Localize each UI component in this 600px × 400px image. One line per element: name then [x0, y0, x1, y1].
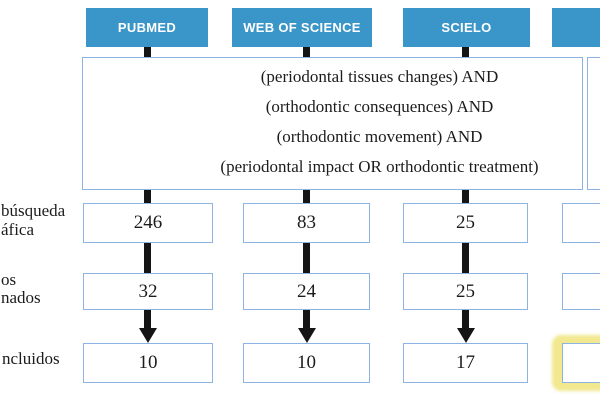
row-label-search: áfica: [1, 220, 35, 239]
row-label-selected: nados: [1, 288, 41, 307]
arrow-down-icon: [457, 328, 475, 343]
row-label-selected: os: [1, 270, 17, 289]
query-line: (periodontal tissues changes) AND: [260, 67, 499, 86]
count-box: 10: [83, 343, 213, 383]
db-header-clipped: [552, 8, 600, 47]
count-box: 25: [403, 203, 528, 243]
connector-stub: [462, 190, 469, 203]
count-box: 32: [83, 273, 213, 310]
count-box: 17: [403, 343, 528, 383]
count-box-clipped: [562, 203, 600, 243]
arrow-down-icon: [298, 328, 316, 343]
arrow-down-icon: [139, 328, 157, 343]
count-box: 246: [83, 203, 213, 243]
connector-stub: [144, 47, 151, 58]
db-header-scielo: SCIELO: [403, 8, 530, 47]
count-box: 83: [243, 203, 370, 243]
connector-stub: [144, 190, 151, 203]
connector-bar: [144, 243, 151, 273]
count-box: 10: [243, 343, 370, 383]
search-query-box: (periodontal tissues changes) AND (ortho…: [82, 57, 583, 190]
arrow-shaft: [303, 310, 310, 328]
connector-stub: [303, 47, 310, 58]
count-box: 25: [403, 273, 528, 310]
arrow-shaft: [462, 310, 469, 328]
connector-stub: [462, 47, 469, 58]
row-label-search: búsqueda: [1, 201, 66, 220]
count-box-highlighted: [562, 343, 600, 383]
connector-bar: [303, 243, 310, 273]
count-box: 24: [243, 273, 370, 310]
count-box-clipped: [562, 273, 600, 310]
arrow-shaft: [144, 310, 151, 328]
query-line: (orthodontic consequences) AND: [265, 97, 494, 116]
db-header-web-of-science: WEB OF SCIENCE: [232, 8, 372, 47]
row-label-included: ncluidos: [2, 349, 60, 368]
query-line: (periodontal impact OR orthodontic treat…: [220, 157, 539, 176]
connector-stub: [303, 190, 310, 203]
query-line: (orthodontic movement) AND: [276, 127, 483, 146]
db-header-pubmed: PUBMED: [86, 8, 208, 47]
query-box-continuation: [587, 57, 600, 190]
connector-bar: [462, 243, 469, 273]
